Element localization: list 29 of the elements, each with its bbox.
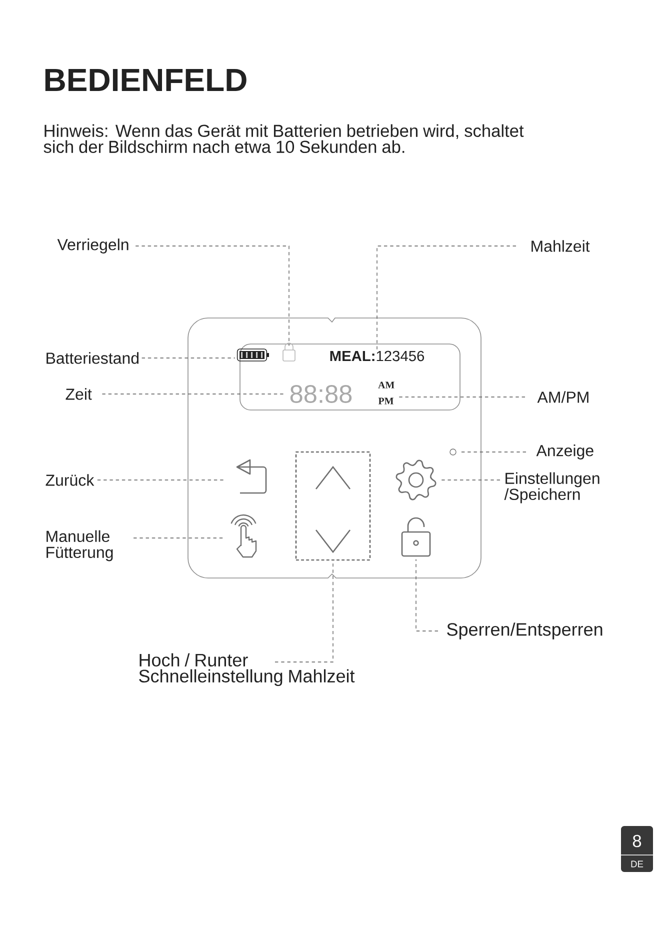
leader-line	[398, 396, 526, 398]
gear-icon	[396, 460, 436, 500]
callout-label: Mahlzeit	[532, 240, 590, 252]
callout-label: Hoch / Runter Schnelleinstellung Mahlzeit	[139, 653, 355, 686]
unlock-icon	[401, 517, 431, 557]
callout-label: Batteriestand	[46, 352, 138, 364]
page-badge: 8 DE	[620, 826, 654, 872]
callout-label: Zeit	[66, 388, 92, 400]
time-display: 88:88	[290, 385, 352, 403]
callout-label: Anzeige	[536, 444, 594, 460]
callout-label: Zurück	[46, 474, 94, 486]
page-title: BEDIENFELD	[45, 69, 246, 92]
callout-label: Manuelle Fütterung	[46, 530, 113, 562]
leader-line	[376, 246, 516, 351]
callout-label: Sperren/Entsperren	[447, 622, 602, 640]
up-down-buttons	[296, 452, 370, 560]
callout-label: Verriegeln	[57, 238, 128, 254]
callout-label: Einstellungen /Speichern	[504, 472, 600, 504]
am-pm-indicator: AM PM	[378, 382, 394, 404]
indicator-light	[450, 448, 456, 456]
leader-line	[135, 246, 290, 346]
meal-display: MEAL:123456	[330, 350, 424, 362]
lock-icon	[282, 342, 296, 362]
hand-icon	[230, 514, 257, 558]
callout-label: AM/PM	[537, 391, 588, 403]
back-icon	[236, 459, 267, 494]
leader-line	[416, 558, 438, 632]
note-text: Hinweis: Wenn das Gerät mit Batterien betrieben wird, schaltet sich der Bildschirm nach etwa 10 Sekunden ab.	[44, 124, 524, 153]
battery-icon	[236, 348, 269, 362]
